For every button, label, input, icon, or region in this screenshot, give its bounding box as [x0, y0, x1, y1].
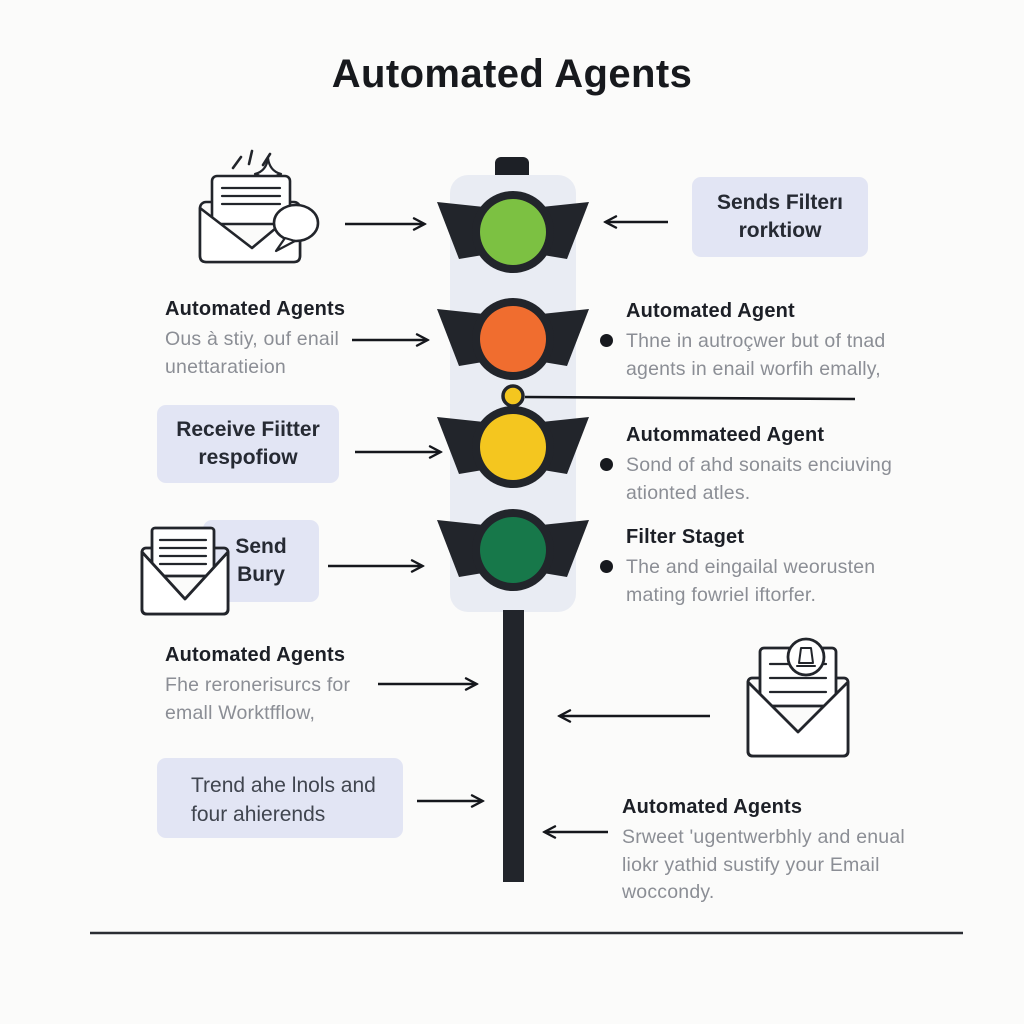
left-block-2-heading: Automated Agents	[165, 644, 346, 666]
bullet-dot	[600, 560, 613, 573]
left-block-1: Automated Agents Ous à stiy, ouf enail u…	[165, 298, 345, 381]
bottom-right-heading: Automated Agents	[622, 796, 803, 818]
trend-box-line: four ahierends	[191, 803, 326, 826]
left-block-1-heading: Automated Agents	[165, 298, 346, 320]
traffic-light-pole	[503, 610, 524, 882]
right-bullet-1-heading: Automated Agent	[626, 300, 795, 322]
page-title: Automated Agents	[331, 52, 693, 96]
bottom-right-line: woccondy.	[622, 881, 715, 903]
left-block-2: Automated Agents Fhe reronerisurcs for e…	[165, 644, 350, 727]
traffic-light-icon	[437, 157, 589, 882]
receive-filter-box: Receive Fiitter respofiow	[157, 405, 339, 483]
right-bullet-1: Automated Agent Thne in autroçwer but of…	[600, 300, 946, 383]
sends-filter-box-line: rorktiow	[738, 219, 822, 242]
right-bullet-3: Filter Staget The and eingailal weoruste…	[600, 526, 946, 609]
bottom-right-block: Automated Agents Srweet 'ugentwerbhly an…	[622, 796, 952, 907]
right-bullet-3-heading: Filter Staget	[626, 526, 745, 548]
sends-filter-box-line: Sends Filterı	[716, 191, 844, 214]
traffic-light-dot	[501, 384, 525, 408]
bottom-right-line: Srweet 'ugentwerbhly and enual	[622, 826, 905, 848]
receive-filter-box-line: Receive Fiitter	[176, 418, 320, 441]
traffic-light-yellow	[437, 406, 589, 488]
trend-box-line: Trend ahe lnols and	[191, 774, 376, 797]
new-email-envelope-sparkle-chat-icon	[198, 149, 320, 264]
right-bullet-2: Autommateed Agent Sond of ahd sonaits en…	[600, 424, 946, 507]
bullet-dot	[600, 334, 613, 347]
right-bullet-3-line: The and eingailal weorusten	[626, 556, 876, 578]
connector-line	[524, 395, 856, 401]
left-block-1-line: Ous à stiy, ouf enail	[165, 328, 340, 350]
trend-box: Trend ahe lnols and four ahierends	[157, 758, 403, 838]
left-block-2-line: emall Worktfflow,	[165, 701, 316, 724]
right-bullet-2-line: Sond of ahd sonaits enciuving	[626, 454, 892, 476]
send-bury-box-line: Bury	[237, 563, 285, 586]
open-envelope-badge-icon	[746, 637, 850, 758]
bottom-right-line: liokr yathid sustify your Email	[622, 853, 880, 876]
send-bury-box-line: Send	[235, 535, 287, 558]
traffic-light-dark-green	[437, 509, 589, 591]
receive-filter-box-line: respofiow	[198, 446, 298, 469]
left-block-2-line: Fhe reronerisurcs for	[165, 674, 351, 696]
right-bullet-1-line: Thne in autroçwer but of tnad	[626, 330, 886, 352]
traffic-light-orange	[437, 298, 589, 380]
right-bullet-1-line: agents in enail worfih emally,	[626, 357, 881, 380]
right-bullet-2-line: ationted atles.	[626, 481, 751, 504]
send-bury-box: Send Bury	[203, 520, 319, 602]
right-bullet-3-line: mating fowriel iftorfer.	[626, 583, 817, 606]
traffic-light-green	[437, 191, 589, 273]
bullet-dot	[600, 458, 613, 471]
left-block-1-line: unettaratieion	[165, 355, 286, 378]
sends-filter-box: Sends Filterı rorktiow	[692, 177, 868, 257]
right-bullet-2-heading: Autommateed Agent	[626, 424, 825, 446]
